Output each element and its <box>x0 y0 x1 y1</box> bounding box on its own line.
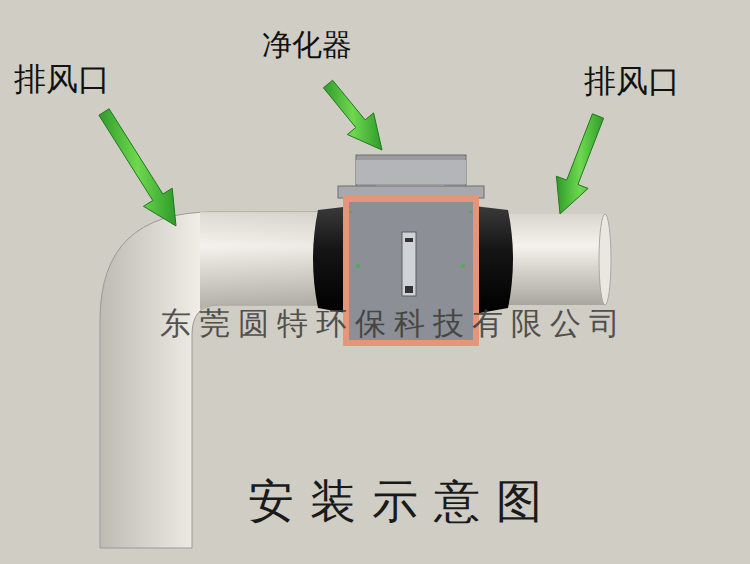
pipe-end <box>599 214 611 305</box>
coupler <box>474 206 513 314</box>
purifier-lid-face <box>356 160 466 184</box>
pointer-arrow <box>323 80 382 150</box>
pointer-arrow <box>556 114 603 214</box>
purifier-lid <box>356 155 466 189</box>
sight-window-mark <box>405 238 413 242</box>
pointer-arrow <box>99 109 176 226</box>
sight-window-mark <box>405 286 413 293</box>
pipe-horizontal-shade <box>200 212 330 310</box>
caption: 安装示意图 <box>248 476 558 527</box>
part-label: 排风口 <box>14 62 110 97</box>
screw <box>350 211 353 214</box>
screw <box>356 264 360 268</box>
watermark: 东莞圆特环保科技有限公司 <box>160 306 628 340</box>
screw <box>470 211 473 214</box>
outlet-pipe <box>505 214 605 305</box>
part-label: 净化器 <box>262 28 352 61</box>
part-label: 排风口 <box>584 64 680 99</box>
screw <box>461 264 465 268</box>
sight-window <box>402 232 416 296</box>
